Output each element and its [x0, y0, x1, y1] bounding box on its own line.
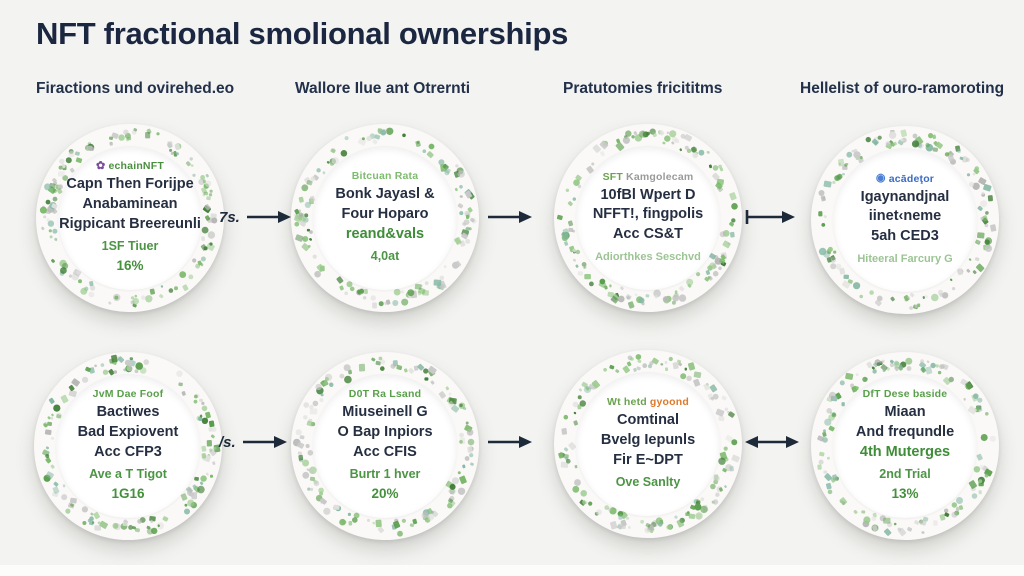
circle-text-line: 1G16 — [111, 485, 145, 501]
circle-content: SFT Kamgolecam 10fBl Wpert D NFFT!, fingpo… — [576, 146, 720, 290]
circle-node: SFT Kamgolecam 10fBl Wpert D NFFT!, fingpo… — [554, 124, 742, 312]
circle-text-line: Fir E~DPT — [613, 451, 683, 468]
circle-text-line: Anabaminean — [82, 196, 178, 213]
circle-badge: Bitcuan Rata — [352, 170, 419, 182]
bar-arrow-right-icon — [745, 210, 795, 224]
circle-text-line: Four Hoparo — [341, 205, 429, 222]
circle-badge: DfT Dese baside — [863, 388, 948, 400]
badge-text: D0T Ra Lsand — [348, 388, 422, 401]
circle-badge: JvM Dae Foof — [93, 388, 164, 400]
arrow-right-icon — [488, 436, 532, 448]
circle-text-line: Ove Sanlty — [615, 475, 681, 490]
circle-text-line: reand&vals — [345, 225, 425, 242]
column-header-4: Hellelist of ouro-ramoroting — [800, 80, 1005, 97]
badge-text: DfT Dese baside — [862, 388, 948, 401]
connector-label: 7s. — [219, 208, 240, 226]
badge-text: SFT — [602, 170, 624, 183]
circle-text-line: 10fBl Wpert D — [600, 186, 696, 203]
circle-text-line: Comtinal — [616, 412, 680, 429]
circle-text-line: 16% — [116, 257, 144, 273]
connector: 7s. — [219, 204, 291, 230]
circle-text-line: Acc CS&T — [612, 226, 684, 243]
arrow-right-icon — [246, 211, 291, 223]
connector — [744, 429, 800, 455]
circle-badge: ✿echainNFT — [96, 160, 164, 172]
circle-text-line: Igaynandjnal — [860, 188, 950, 205]
badge-text: acādeţor — [888, 172, 935, 185]
column-header-2: Wallore Ilue ant Otrernti — [295, 80, 471, 97]
circle-text-line: Miaan — [884, 404, 926, 421]
circle-badge: D0T Ra Lsand — [349, 388, 421, 400]
circle-text-line: 1SF Tiuer — [101, 239, 159, 254]
connector — [744, 204, 796, 230]
dot-icon: ◉ — [875, 172, 886, 185]
circle-text-line: 13% — [891, 485, 919, 501]
circle-badge: ◉acādeţor — [876, 173, 934, 185]
bottom-strip — [0, 565, 1024, 576]
circle-text-line: Adiorthkes Seschvd — [595, 250, 701, 263]
connector — [486, 429, 532, 455]
badge-text: Kamgolecam — [626, 170, 694, 183]
circle-text-line: And frequndle — [855, 424, 955, 441]
circle-text-line: Hiteeral Farcury G — [857, 252, 953, 265]
circle-badge: SFT Kamgolecam — [603, 171, 694, 183]
circle-text-line: Acc CFP3 — [94, 443, 162, 460]
circle-text-line: Bvelg Iepunls — [600, 431, 696, 448]
connector: /s. — [219, 429, 287, 455]
page-title: NFT fractional smolional ownerships — [36, 16, 569, 51]
circle-text-line: 2nd Trial — [879, 467, 931, 482]
circle-text-line: iinet‹neme — [868, 208, 942, 225]
circle-text-line: 5ah CED3 — [871, 228, 939, 245]
arrow-right-icon — [488, 211, 532, 223]
badge-text: Bitcuan Rata — [351, 170, 419, 183]
circle-text-line: Acc CFIS — [353, 443, 417, 460]
circle-text-line: Bad Expiovent — [77, 424, 179, 441]
column-header-1: Firactions und ovirehed.eo — [36, 80, 235, 97]
circle-text-line: Capn Then Forijpe — [66, 176, 194, 193]
circle-text-line: O Bap Inpiors — [337, 424, 433, 441]
circle-text-line: Rigpicant Breereunli — [59, 215, 201, 232]
badge-text: JvM Dae Foof — [92, 388, 164, 401]
flower-icon: ✿ — [96, 159, 106, 172]
circle-text-line: Bactiwes — [96, 404, 160, 421]
circle-text-line: Bonk Jayasl & — [335, 186, 435, 203]
badge-text: Wt hetd — [607, 396, 647, 409]
connector-label: /s. — [219, 433, 236, 451]
badge-text: gyoond — [649, 396, 689, 409]
double-arrow-icon — [745, 436, 799, 448]
circle-text-line: Ave a T Tigot — [89, 467, 167, 482]
circle-text-line: 4th Muterges — [859, 443, 951, 460]
arrow-right-icon — [242, 436, 287, 448]
circle-text-line: Burtr 1 hver — [349, 467, 421, 482]
connector — [486, 204, 532, 230]
circle-badge: Wt hetd gyoond — [607, 396, 689, 408]
circle-text-line: NFFT!, fingpolis — [592, 206, 704, 223]
circle-text-line: Miuseinell G — [342, 404, 428, 421]
column-header-3: Pratutomies fricititms — [563, 80, 723, 97]
circle-text-line: 4,0at — [370, 249, 400, 264]
circle-text-line: 20% — [371, 485, 399, 501]
badge-text: echainNFT — [108, 160, 164, 173]
